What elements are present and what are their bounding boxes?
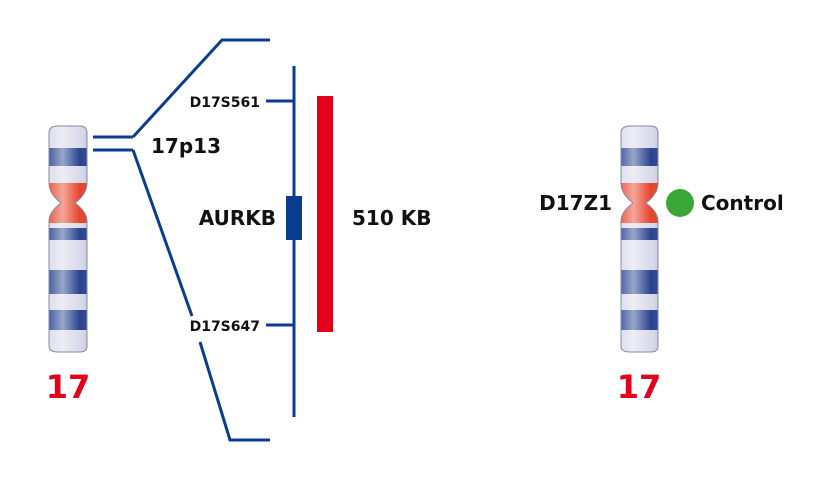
chromosome-number-left: 17 xyxy=(46,368,91,406)
zoom-map: D17S561 D17S647 AURKB 510 KB xyxy=(190,66,432,417)
probe-region-bar xyxy=(317,96,333,332)
probe-signal-dot xyxy=(666,189,694,217)
right-chromosome: 17 D17Z1 Control xyxy=(539,120,784,406)
probe-label: D17Z1 xyxy=(539,191,612,215)
signal-label: Control xyxy=(701,191,784,215)
chromosome-number-right: 17 xyxy=(617,368,662,406)
left-chromosome: 17 xyxy=(45,120,95,406)
marker-label-top: D17S561 xyxy=(190,95,260,111)
gene-label: AURKB xyxy=(199,206,276,230)
size-label: 510 KB xyxy=(352,206,431,230)
marker-label-bottom: D17S647 xyxy=(190,319,260,335)
gene-block xyxy=(286,196,302,240)
region-label: 17p13 xyxy=(151,134,221,158)
